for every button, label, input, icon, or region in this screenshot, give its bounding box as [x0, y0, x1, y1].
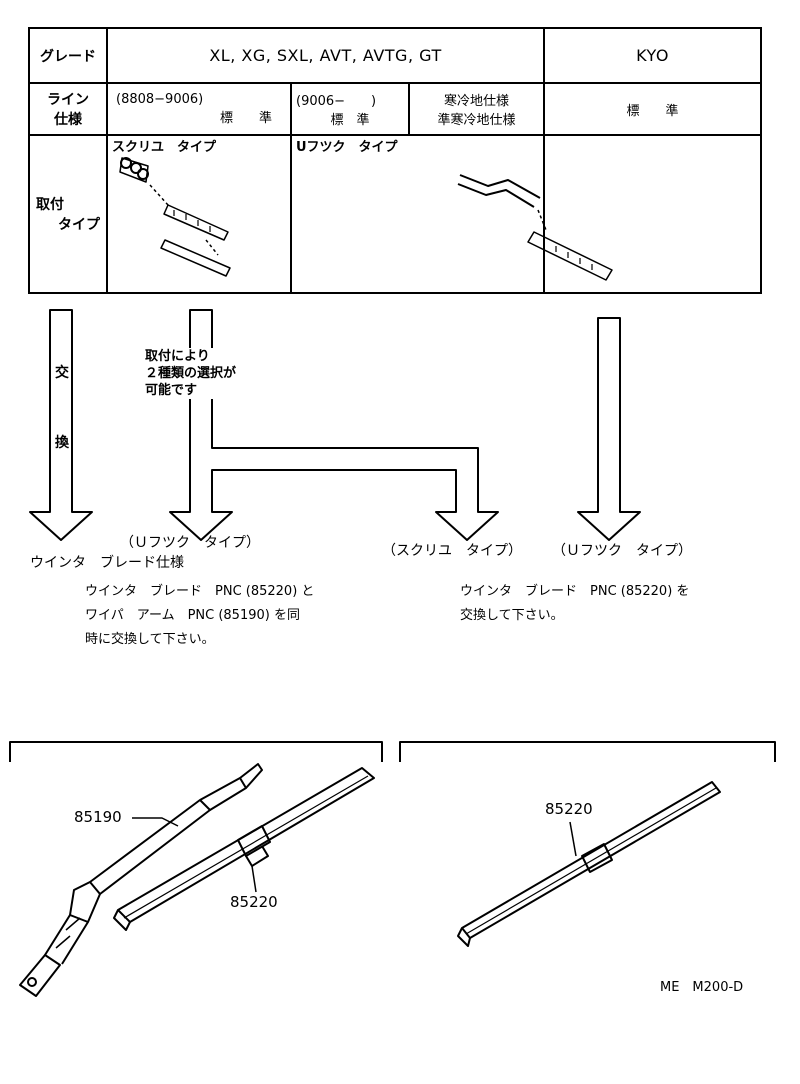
line-a-range: (8808−9006)	[116, 92, 204, 107]
line-a-cell: (8808−9006) 標 準	[106, 82, 292, 136]
kyo-arrow	[577, 317, 641, 541]
choice-line-3: 可能です	[145, 383, 198, 398]
left-parts-bracket	[9, 741, 383, 762]
line-c-2: 準寒冷地仕様	[437, 113, 516, 128]
arm-leader	[132, 817, 179, 827]
grade-main: XL, XG, SXL, AVT, AVTG, GT	[209, 46, 442, 65]
left-note-2: ワイパ アーム PNC (85190) を同	[85, 608, 300, 623]
right-note: ウインタ ブレード PNC (85220) を 交換して下さい。	[460, 580, 689, 628]
right-note-1: ウインタ ブレード PNC (85220) を	[460, 584, 690, 599]
line-c-1: 寒冷地仕様	[444, 94, 510, 109]
line-header: ライン 仕様	[28, 82, 108, 136]
choice-arrow	[169, 309, 499, 541]
figure-code: ME M200-D	[660, 980, 744, 995]
blade-pnc-left-label: 85220	[230, 893, 278, 911]
blade-pnc-right-label: 85220	[545, 800, 593, 818]
uhook-type-left: （Ｕフツク タイプ）	[120, 535, 260, 551]
blade-left-leader	[251, 865, 257, 893]
left-note: ウインタ ブレード PNC (85220) と ワイパ アーム PNC (851…	[85, 580, 314, 652]
choice-line-1: 取付により	[145, 349, 210, 364]
uhook-type-sketch	[457, 174, 613, 281]
exchange-label-2: 換	[55, 435, 69, 451]
grade-header: グレード	[28, 27, 108, 84]
grade-label: グレード	[40, 48, 96, 65]
left-note-3: 時に交換して下さい。	[85, 632, 215, 647]
screw-type-sketch	[119, 157, 231, 277]
right-note-2: 交換して下さい。	[460, 608, 564, 623]
line-b-cell: (9006− ) 標 準	[290, 82, 410, 136]
spec-table: グレード XL, XG, SXL, AVT, AVTG, GT KYO ライン …	[28, 27, 763, 294]
mount-header: 取付 タイプ	[28, 134, 108, 294]
line-kyo-std: 標 準	[626, 103, 679, 119]
line-c-cell: 寒冷地仕様 準寒冷地仕様	[407, 82, 546, 136]
blade-right-leader	[569, 821, 577, 857]
wiper-blade-left-drawing	[113, 767, 375, 931]
exchange-label-1: 交	[55, 365, 69, 381]
line-kyo-cell: 標 準	[543, 82, 763, 136]
mount-uhook-cell: Uフツク タイプ	[289, 134, 546, 294]
wiper-blade-right-drawing	[457, 781, 721, 947]
grade-main-cell: XL, XG, SXL, AVT, AVTG, GT	[105, 27, 546, 84]
line-label-2: 仕様	[54, 112, 82, 128]
grade-kyo: KYO	[636, 46, 669, 65]
blade-spec-label: ウインタ ブレード仕様	[30, 555, 184, 571]
flow-arrows	[29, 309, 641, 541]
screw-type-label: （スクリユ タイプ）	[382, 543, 522, 559]
line-a-std: 標 準	[219, 111, 272, 126]
right-parts-bracket	[399, 741, 776, 762]
mount-uhook-label: Uフツク タイプ	[296, 140, 398, 155]
choice-note: 取付により ２種類の選択が 可能です	[145, 348, 237, 399]
line-b-range: (9006− )	[296, 94, 377, 109]
wiper-arm-drawing	[19, 763, 263, 997]
mount-screw-cell: スクリユ タイプ	[106, 134, 292, 294]
exchange-arrow	[29, 309, 93, 541]
uhook-type-right: （Ｕフツク タイプ）	[552, 543, 692, 559]
line-b-std: 標 準	[330, 113, 370, 128]
line-label-1: ライン	[47, 92, 89, 108]
mount-label-2: タイプ	[58, 217, 100, 233]
left-note-1: ウインタ ブレード PNC (85220) と	[85, 584, 315, 599]
grade-kyo-cell: KYO	[543, 27, 763, 84]
arm-pnc-label: 85190	[74, 808, 122, 826]
mount-label-1: 取付	[36, 197, 64, 213]
mount-screw-label: スクリユ タイプ	[112, 140, 217, 155]
choice-line-2: ２種類の選択が	[145, 366, 237, 381]
